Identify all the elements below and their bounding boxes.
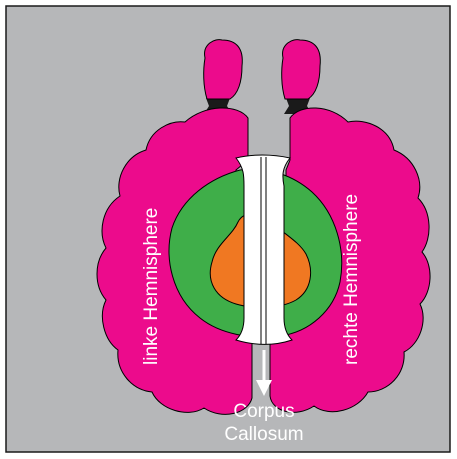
corpus-callosum xyxy=(236,155,292,345)
corpus-callosum-band xyxy=(236,155,292,345)
right-olfactory-bulb xyxy=(282,40,321,99)
left-olfactory-bulb xyxy=(204,40,243,99)
right-hemisphere-label: rechte Hemnisphere xyxy=(341,194,362,365)
corpus-callosum-label-line2: Callosum xyxy=(224,424,303,445)
left-hemisphere-label: linke Hemnisphere xyxy=(141,208,162,365)
corpus-callosum-label-line1: Corpus xyxy=(233,401,294,422)
